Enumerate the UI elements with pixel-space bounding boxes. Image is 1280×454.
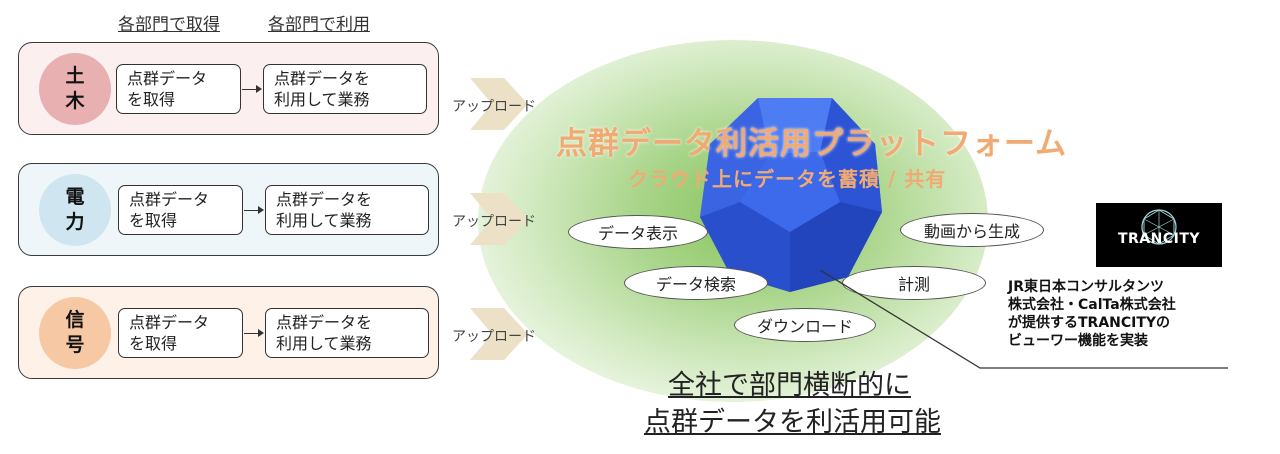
acquire-step-line: 点群データ: [127, 68, 208, 88]
provider-pointer-line: [820, 270, 1228, 369]
trancity-logo: TRANCITY: [1096, 203, 1222, 267]
department-civil-badge: 土 木: [39, 52, 111, 125]
use-column-header: 各部門で利用: [268, 15, 370, 35]
use-step-line: 利用して業務: [276, 210, 372, 230]
department-civil-panel: 土 木 点群データ を取得 点群データを 利用して業務: [18, 42, 439, 135]
feature-data-search: データ検索: [624, 266, 768, 300]
use-step-box: 点群データを 利用して業務: [263, 63, 427, 114]
step-arrow-head: [258, 328, 264, 337]
step-arrow-line: [244, 332, 260, 334]
provider-line: が提供するTRANCITYの: [1008, 315, 1171, 331]
use-step-line: 点群データを: [274, 68, 371, 88]
step-arrow-head: [258, 205, 264, 214]
use-step-box: 点群データを 利用して業務: [265, 307, 429, 358]
platform-title: 点群データ利活用プラットフォーム: [556, 126, 1068, 162]
acquire-step-line: 点群データ: [129, 189, 210, 209]
acquire-step-box: 点群データ を取得: [116, 63, 241, 114]
feature-data-display: データ表示: [568, 215, 708, 249]
use-step-line: 利用して業務: [274, 89, 370, 109]
conclusion-line-1: 全社で部門横断的に: [668, 370, 911, 401]
trancity-logo-text: TRANCITY: [1117, 231, 1201, 247]
provider-line: JR東日本コンサルタンツ: [1008, 279, 1164, 295]
upload-chevron-icon: [470, 308, 528, 360]
platform-subtitle: クラウド上にデータを蓄積 / 共有: [628, 167, 947, 191]
upload-label: アップロード: [452, 99, 536, 115]
acquire-step-line: を取得: [127, 89, 176, 109]
trancity-globe-icon: [1141, 209, 1177, 245]
acquire-step-line: を取得: [129, 210, 178, 230]
cloud-platform-polyhedron-icon: [700, 98, 882, 292]
feature-measure: 計測: [842, 266, 986, 300]
department-name-char: 信: [65, 308, 85, 331]
use-step-box: 点群データを 利用して業務: [265, 184, 429, 235]
provider-description: JR東日本コンサルタンツ 株式会社・CalTa株式会社 が提供するTRANCIT…: [1008, 278, 1176, 350]
feature-generate-from-video: 動画から生成: [900, 213, 1044, 247]
department-name-char: 土: [65, 64, 85, 87]
acquire-step-line: を取得: [129, 333, 178, 353]
feature-download: ダウンロード: [734, 308, 876, 342]
use-step-line: 利用して業務: [276, 333, 372, 353]
use-step-line: 点群データを: [276, 312, 373, 332]
upload-chevron-icon: [470, 193, 528, 245]
acquire-column-header: 各部門で取得: [118, 15, 220, 35]
acquire-step-box: 点群データ を取得: [118, 184, 243, 235]
department-name-char: 電: [65, 185, 85, 208]
department-name-char: 木: [65, 89, 85, 112]
upload-label: アップロード: [452, 329, 536, 345]
department-power-panel: 電 力 点群データ を取得 点群データを 利用して業務: [18, 163, 439, 256]
step-arrow-head: [256, 84, 262, 93]
acquire-step-line: 点群データ: [129, 312, 210, 332]
department-name-char: 力: [65, 210, 85, 233]
provider-line: ビューワー機能を実装: [1008, 333, 1148, 349]
provider-line: 株式会社・CalTa株式会社: [1008, 297, 1176, 313]
step-arrow-line: [242, 88, 258, 90]
department-name-char: 号: [65, 333, 85, 356]
use-step-line: 点群データを: [276, 189, 373, 209]
conclusion-line-2: 点群データを利活用可能: [644, 407, 941, 438]
acquire-step-box: 点群データ を取得: [118, 307, 243, 358]
upload-label: アップロード: [452, 214, 536, 230]
department-signal-badge: 信 号: [39, 296, 111, 369]
step-arrow-line: [244, 209, 260, 211]
upload-chevron-icon: [470, 78, 528, 130]
department-signal-panel: 信 号 点群データ を取得 点群データを 利用して業務: [18, 286, 439, 379]
department-power-badge: 電 力: [39, 173, 111, 246]
